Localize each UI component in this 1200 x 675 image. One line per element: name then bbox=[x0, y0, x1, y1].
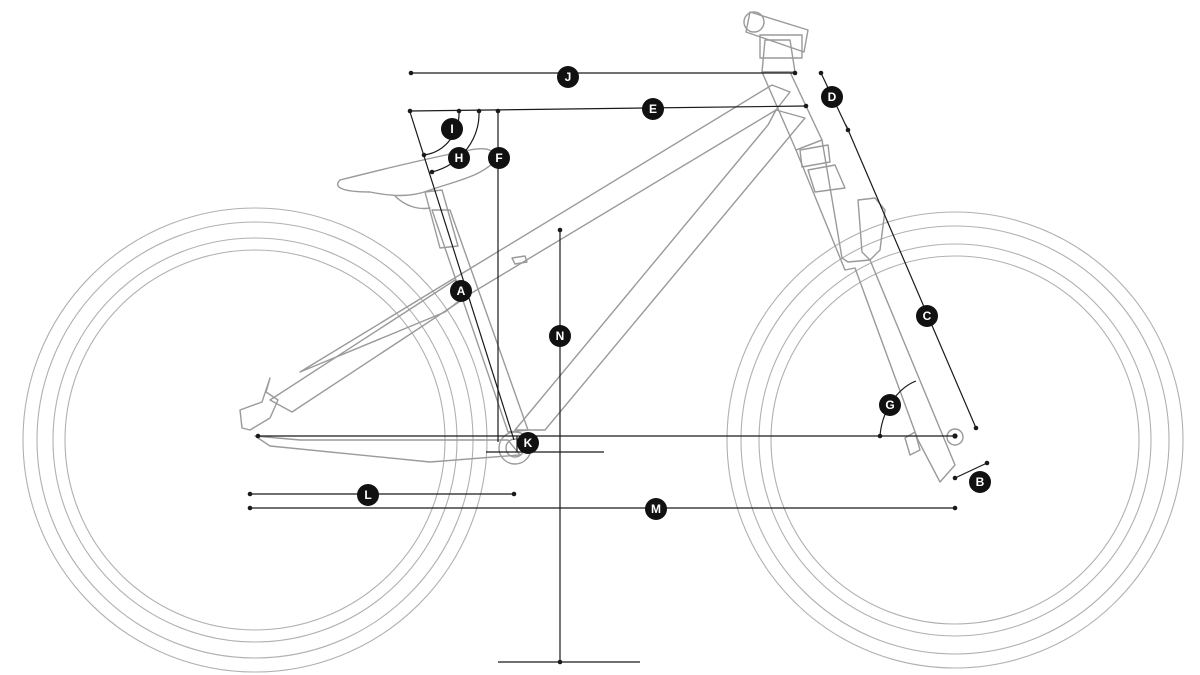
badge-e-text: E bbox=[649, 102, 657, 116]
saddle-seatpost bbox=[337, 148, 496, 249]
badge-j-text: J bbox=[565, 70, 572, 84]
badge-l-text: L bbox=[364, 488, 371, 502]
stem-handlebar bbox=[743, 11, 809, 73]
badge-b: B bbox=[969, 471, 991, 493]
badge-d-text: D bbox=[828, 90, 837, 104]
fork bbox=[795, 139, 964, 483]
badge-i: I bbox=[441, 118, 463, 140]
badge-c: C bbox=[916, 305, 938, 327]
badge-h-text: H bbox=[455, 151, 464, 165]
badge-n: N bbox=[549, 325, 571, 347]
badge-a-text: A bbox=[457, 284, 466, 298]
badge-l: L bbox=[357, 484, 379, 506]
badge-g-text: G bbox=[885, 398, 894, 412]
front-wheel bbox=[726, 211, 1184, 669]
badge-g: G bbox=[879, 394, 901, 416]
frame bbox=[239, 71, 823, 465]
badge-m-text: M bbox=[651, 502, 661, 516]
badge-h: H bbox=[448, 147, 470, 169]
bike-outline bbox=[22, 11, 1184, 673]
badge-f-text: F bbox=[495, 151, 502, 165]
badge-i-text: I bbox=[450, 122, 453, 136]
badge-n-text: N bbox=[556, 329, 565, 343]
badge-f: F bbox=[488, 147, 510, 169]
badge-b-text: B bbox=[976, 475, 985, 489]
badge-d: D bbox=[821, 86, 843, 108]
badge-j: J bbox=[557, 66, 579, 88]
badge-c-text: C bbox=[923, 309, 932, 323]
dimension-lines bbox=[247, 70, 990, 665]
badge-e: E bbox=[642, 98, 664, 120]
badge-k: K bbox=[517, 432, 539, 454]
badge-k-text: K bbox=[524, 436, 533, 450]
badge-a: A bbox=[450, 280, 472, 302]
badge-m: M bbox=[645, 498, 667, 520]
